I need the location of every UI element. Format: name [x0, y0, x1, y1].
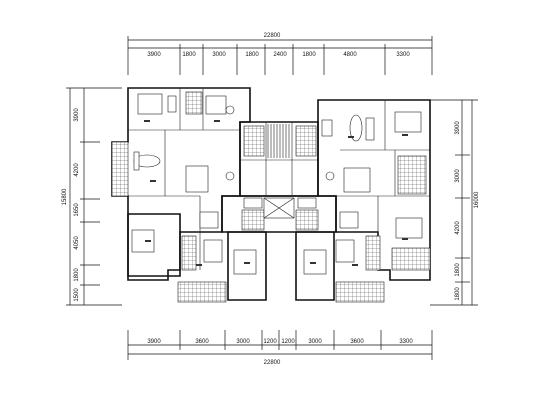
right-dimension-5: 1800 — [455, 287, 461, 301]
top-dimension-chain: 22800 3900 1800 3000 1800 2400 1800 4800… — [127, 33, 433, 75]
stair-core — [243, 124, 317, 219]
left-dimension-6: 1500 — [74, 288, 80, 302]
left-dimension-chain: 3900 4200 1650 4050 1800 1500 15800 — [62, 87, 122, 306]
bottom-dimension-2: 3600 — [195, 339, 209, 345]
bottom-dimension-4: 1200 — [263, 339, 277, 345]
left-dimension-5: 1800 — [74, 268, 80, 282]
top-dimension-5: 2400 — [273, 52, 287, 58]
right-dimension-2: 3000 — [455, 169, 461, 183]
top-dimension-7: 4800 — [343, 52, 357, 58]
bottom-dimension-3: 3000 — [236, 339, 250, 345]
top-dimension-8: 3300 — [396, 52, 410, 58]
building-walls — [111, 87, 431, 301]
bottom-dimension-chain: 3900 3600 3000 1200 1200 3000 3600 3300 … — [127, 330, 433, 366]
right-total-dimension: 16000 — [474, 191, 480, 208]
bottom-dimension-5: 1200 — [281, 339, 295, 345]
left-dimension-3: 1650 — [74, 203, 80, 217]
bottom-dimension-7: 3600 — [350, 339, 364, 345]
left-dimension-1: 3900 — [74, 108, 80, 122]
bottom-dimension-1: 3900 — [147, 339, 161, 345]
left-dimension-2: 4200 — [74, 163, 80, 177]
bottom-dimension-8: 3300 — [399, 339, 413, 345]
left-dimension-4: 4050 — [74, 236, 80, 250]
right-dimension-4: 1800 — [455, 263, 461, 277]
top-dimension-1: 3900 — [147, 52, 161, 58]
right-dimension-1: 3900 — [455, 121, 461, 135]
furniture — [131, 93, 423, 275]
top-dimension-3: 3000 — [212, 52, 226, 58]
tiled-areas — [111, 91, 431, 303]
right-dimension-chain: 3900 3000 4200 1800 1800 16000 — [430, 99, 480, 306]
right-dimension-3: 4200 — [455, 221, 461, 235]
top-total-dimension: 22800 — [264, 33, 281, 39]
room-label-marks — [144, 120, 408, 266]
bottom-total-dimension: 22800 — [264, 360, 281, 366]
left-total-dimension: 15800 — [62, 188, 68, 205]
top-dimension-4: 1800 — [245, 52, 259, 58]
top-dimension-6: 1800 — [302, 52, 316, 58]
bottom-dimension-6: 3000 — [308, 339, 322, 345]
top-dimension-2: 1800 — [182, 52, 196, 58]
